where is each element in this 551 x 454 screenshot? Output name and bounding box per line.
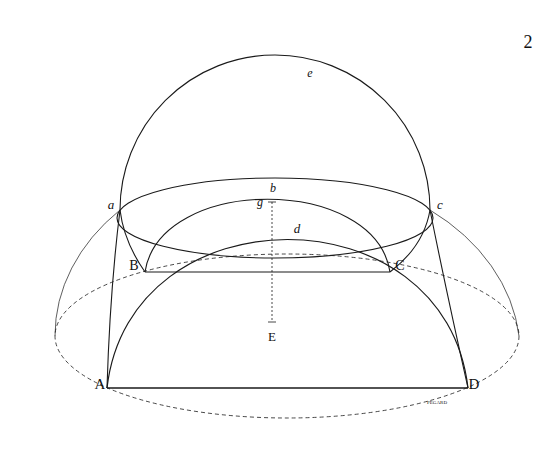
- base-edge: [145, 271, 390, 272]
- point-label: b: [270, 182, 276, 194]
- vertex-label: D: [469, 377, 480, 392]
- engraver-signature: PEGARD: [427, 400, 447, 405]
- point-label: g: [257, 196, 263, 208]
- rear-arch: [145, 199, 390, 272]
- axis-tick: [268, 202, 276, 203]
- axis-tick: [268, 322, 276, 323]
- vertex-label: C: [395, 259, 404, 273]
- point-label: a: [108, 198, 115, 211]
- point-label: c: [437, 198, 443, 211]
- vertex-label: B: [129, 259, 138, 273]
- axis-line: [272, 202, 273, 322]
- semicircle-arc: [120, 55, 430, 210]
- point-label: E: [268, 330, 276, 343]
- front-arch: [107, 240, 468, 389]
- crown-ring: [117, 178, 433, 258]
- base-edge: [107, 387, 468, 388]
- pendentive-edge: [120, 210, 145, 272]
- point-label: d: [294, 222, 301, 235]
- pendentive-edge: [390, 210, 430, 272]
- figure-number: 2: [524, 33, 533, 51]
- vertex-label: A: [95, 377, 106, 392]
- pendentive-edge: [107, 210, 120, 388]
- pendentive-edge: [430, 210, 468, 388]
- base-ellipse: [55, 254, 519, 418]
- point-label: e: [307, 67, 312, 79]
